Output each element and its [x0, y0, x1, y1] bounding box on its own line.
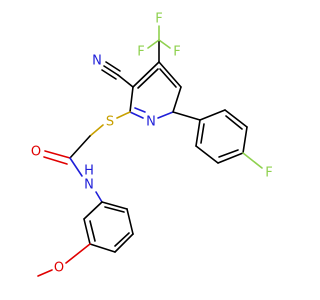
atom-f-aryl: F [265, 166, 272, 181]
atom-f-cf3-top: F [155, 12, 162, 27]
bond-o-ch3 [37, 269, 53, 277]
bond-c2-c3 [129, 86, 134, 113]
atom-n-amide: N [84, 178, 94, 193]
bond-aryl-o [65, 243, 91, 264]
bond-npyr-c2 [129, 111, 144, 119]
bond-fp-d2 [218, 149, 239, 158]
bond-cn-triple-1 [103, 65, 119, 76]
bond-co-o [44, 150, 71, 159]
bond-fp-4 [217, 152, 244, 164]
bonds [37, 25, 263, 277]
bond-c4-c5-inner [159, 68, 177, 88]
bond-pmp-2 [83, 218, 91, 245]
bond-c2-s [116, 111, 131, 119]
bond-fp-3 [242, 126, 248, 154]
atom-f-cf3-left: F [137, 45, 144, 60]
bond-co-n [69, 157, 83, 177]
bond-npyr-c2-inner [134, 107, 146, 113]
bond-s-ch2 [89, 124, 104, 137]
bond-c3-c4 [132, 61, 160, 88]
bond-c6-fp [172, 111, 201, 121]
atom-o-carbonyl: O [31, 145, 41, 160]
bond-fp-1 [199, 109, 226, 121]
molecule-structure-diagram: N S N O H N O F F F F [31, 12, 273, 277]
atom-n-pyridine: N [146, 115, 156, 130]
bond-c4-c5 [158, 61, 182, 88]
bond-pmp-d3 [104, 206, 125, 213]
atom-f-cf3-right: F [173, 45, 180, 60]
bond-pmp-4 [114, 233, 134, 253]
atom-h-amide: H [84, 164, 94, 179]
bond-fp-5 [195, 145, 219, 164]
bond-pmp-1 [83, 201, 103, 220]
bond-pmp-6 [101, 201, 128, 210]
bond-c3-cn [117, 74, 134, 88]
bond-fp-6 [195, 119, 201, 147]
atom-n-nitrile: N [92, 54, 102, 69]
bond-cn-triple-2 [105, 61, 121, 72]
bond-cf3-f-left [147, 39, 160, 49]
atom-s-thioether: S [106, 115, 114, 130]
bond-pmp-5 [126, 208, 134, 235]
bond-pmp-d2 [114, 232, 130, 247]
bond-fp-d3 [200, 123, 205, 144]
atom-labels: N S N O H N O F F F F [31, 12, 273, 276]
bond-pmp-3 [89, 243, 116, 253]
bond-ch2-co [69, 135, 91, 159]
bond-cf3-f-right [158, 39, 171, 49]
atom-o-methoxy: O [54, 261, 64, 276]
bond-fp-2 [224, 109, 248, 128]
bond-c5-c6 [172, 86, 182, 113]
bond-pmp-d1 [89, 220, 96, 242]
bond-c3-c4-inner [137, 68, 159, 89]
bond-aryl-f [242, 152, 263, 169]
bond-c6-npyr [157, 111, 174, 119]
bond-co-o-inner [43, 156, 68, 165]
bond-fp-d1 [225, 115, 243, 130]
bond-cn-triple-3 [101, 69, 117, 80]
bond-n-aryl [95, 191, 103, 203]
